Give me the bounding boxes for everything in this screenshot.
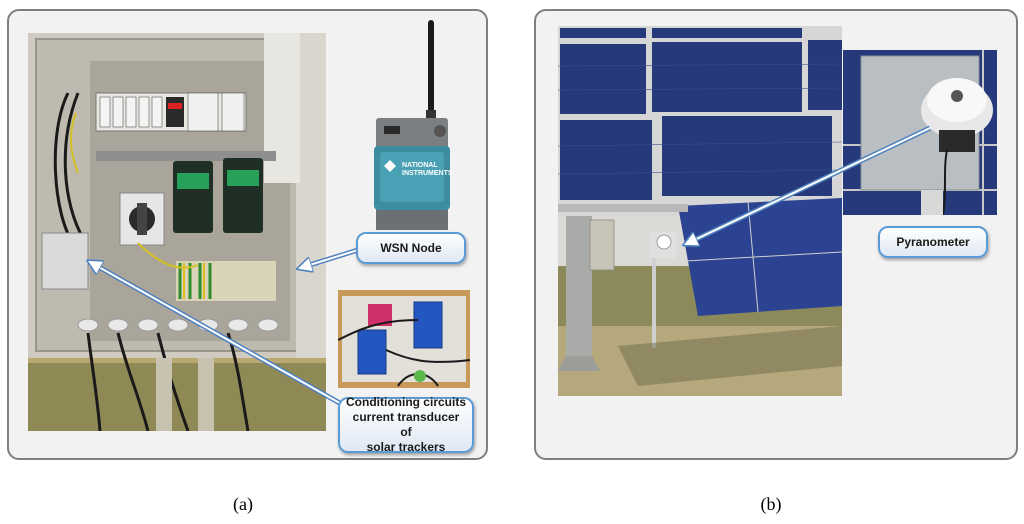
wsn-node-callout: WSN Node	[356, 232, 466, 264]
caption-b: (b)	[760, 494, 782, 514]
conditioning-circuits-callout: Conditioning circuits current transducer…	[338, 395, 474, 454]
electrical-cabinet-photo	[28, 33, 326, 431]
caption-a: (a)	[233, 494, 253, 514]
conditioning-circuits-photo	[338, 290, 470, 388]
device-brand-label: NATIONAL INSTRUMENTS	[402, 162, 453, 177]
pyranometer-callout: Pyranometer	[878, 226, 988, 258]
solar-tracker-photo	[558, 26, 842, 396]
wsn-node-device-photo: NATIONAL INSTRUMENTS	[360, 18, 460, 232]
